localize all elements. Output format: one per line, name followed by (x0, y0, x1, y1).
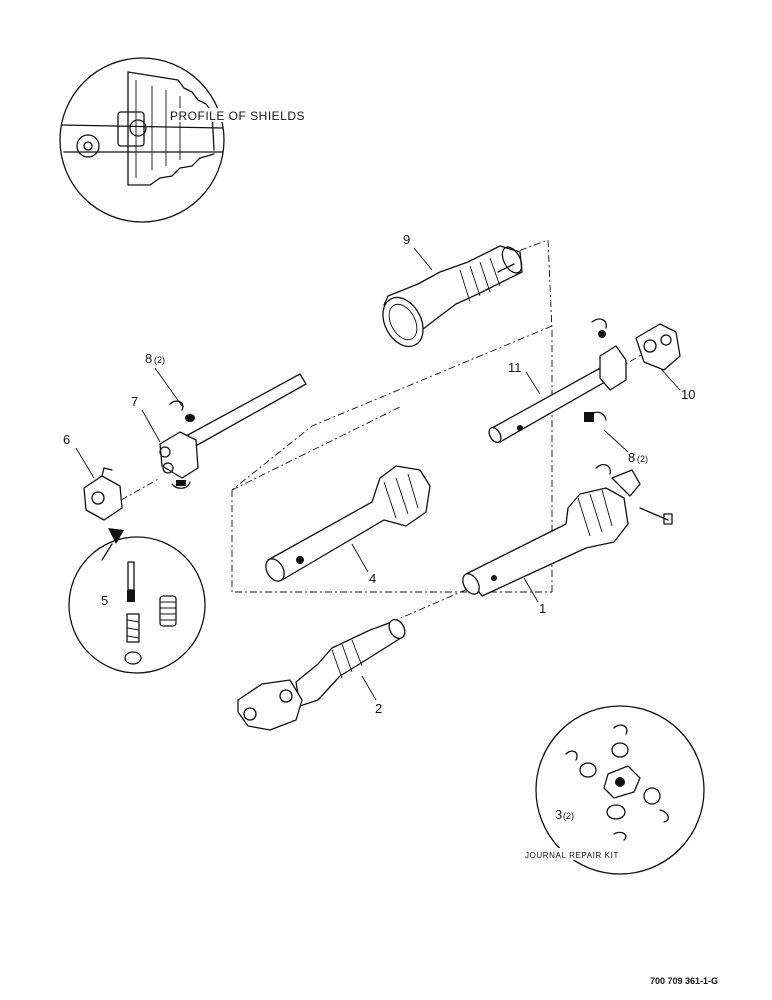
part-5-inset (68, 536, 206, 674)
callout-leaders (75, 247, 681, 701)
callout-8-lower: 8 (628, 450, 635, 465)
callout-10: 10 (681, 387, 695, 402)
callout-3: 3 (555, 807, 562, 822)
inset-circle (59, 57, 225, 223)
callout-9: 9 (403, 232, 410, 247)
part-4-shield (265, 465, 431, 582)
callout-3-qty: (2) (563, 811, 574, 821)
callout-2: 2 (375, 701, 382, 716)
callout-4: 4 (369, 571, 376, 586)
part-10-yoke (635, 323, 681, 371)
callout-1: 1 (539, 601, 546, 616)
callout-labels: 9 8 (2) 7 6 5 11 10 8 (2) 4 1 2 3 (2) (63, 232, 695, 822)
drawing-code: 700 709 361-1-G (650, 976, 718, 986)
callout-6: 6 (63, 432, 70, 447)
part-11-tube (488, 318, 627, 444)
part-2-outer-driveline (237, 619, 406, 731)
part-7-inner-yoke-shaft (159, 373, 307, 489)
shield-profile-inset: PROFILE OF SHIELDS (59, 57, 308, 223)
part-1-inner-driveline (462, 463, 673, 597)
part-6-yoke (83, 467, 124, 544)
callout-8-upper: 8 (145, 351, 152, 366)
callout-8-lower-qty: (2) (637, 454, 648, 464)
journal-repair-kit-inset (535, 705, 705, 875)
callout-8-upper-qty: (2) (154, 355, 165, 365)
kit-caption: JOURNAL REPAIR KIT (525, 851, 619, 860)
callout-7: 7 (131, 394, 138, 409)
callout-11: 11 (508, 360, 522, 375)
inset-caption: PROFILE OF SHIELDS (170, 109, 305, 123)
part-9-shield-tube (382, 245, 523, 348)
callout-5: 5 (101, 593, 108, 608)
